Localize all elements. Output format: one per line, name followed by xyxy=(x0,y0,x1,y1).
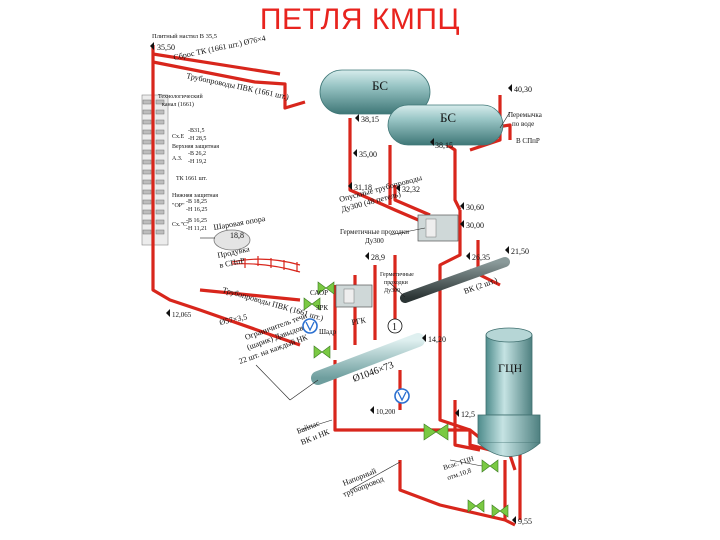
drum-1-label: БС xyxy=(372,78,388,93)
position-marker-1 xyxy=(387,318,403,334)
vk-steam-pipe xyxy=(400,257,510,303)
elevation-2150: 21,50 xyxy=(511,247,529,256)
se-bottom-value: -Н 28,5 xyxy=(188,136,206,142)
elevation-125: 12,5 xyxy=(461,410,475,419)
separator-drum-2 xyxy=(387,104,504,146)
reactor-core-stack xyxy=(141,94,169,246)
saor-valve[interactable] xyxy=(317,281,335,295)
az-bottom-value: -Н 19,2 xyxy=(188,159,206,165)
header-drain-valve[interactable] xyxy=(313,345,331,359)
herm-1-label-2: Ду300 xyxy=(365,237,384,245)
elevation-3500: 35,00 xyxy=(359,150,377,159)
tk-row-label: ТК 1661 шт. xyxy=(176,176,207,182)
rgk-label: РГК xyxy=(351,315,367,326)
elevation-3118: 31,18 xyxy=(354,183,372,192)
se-row-label: Сх.Е xyxy=(172,134,185,140)
page-title: ПЕТЛЯ КМПЦ xyxy=(259,3,461,36)
leader-lines xyxy=(200,111,511,491)
sc-bottom-value: -Н 11,21 xyxy=(186,226,207,232)
flowmeter-label: Шадр xyxy=(319,328,337,336)
elevation-289: 28,9 xyxy=(371,253,385,262)
elevation-10200: 10,200 xyxy=(376,408,396,416)
herm-2-label-1: Герметичные xyxy=(380,272,414,278)
or-bottom-value: -Н 16,25 xyxy=(186,207,207,213)
separator-drum-1 xyxy=(319,69,431,115)
pvk-pipe-bundle xyxy=(231,256,301,273)
or-row-label: "ОР" xyxy=(172,203,185,209)
to-spmr-label: В СПпР xyxy=(516,137,540,145)
pressure-valve[interactable] xyxy=(467,499,509,518)
upper-protection-label: Верхняя защитная xyxy=(172,144,219,150)
az-top-value: -В 26,2 xyxy=(188,151,206,157)
spherical-support xyxy=(213,229,251,251)
sc-top-value: -В 16,25 xyxy=(186,218,207,224)
check-valve-suction[interactable] xyxy=(481,459,499,473)
elevation-3815-a: 38,15 xyxy=(361,115,379,124)
zrk-valve[interactable] xyxy=(303,297,321,311)
se-top-value: -В31,5 xyxy=(188,128,205,134)
pump-label: ГЦН xyxy=(498,361,523,375)
flow-sensor-icon xyxy=(394,388,410,404)
elevation-188: 18,8 xyxy=(230,231,244,240)
tech-channel-label-2: канал (1661) xyxy=(162,101,194,108)
elevation-3550: 35,50 xyxy=(157,43,175,52)
elevation-955: 9,55 xyxy=(518,517,532,526)
elevation-3232: 32,32 xyxy=(402,185,420,194)
flowmeter-icon xyxy=(302,318,318,334)
or-top-value: -В 18,25 xyxy=(186,199,207,205)
elevation-3060: 30,60 xyxy=(466,203,484,212)
herm-1-label-1: Герметичные проходки xyxy=(340,228,409,236)
saor-label: САОР xyxy=(310,289,328,297)
tech-channel-label-1: Технологический xyxy=(158,93,203,100)
drum-2-label: БС xyxy=(440,110,456,125)
az-row-label: А.З. xyxy=(172,156,183,162)
main-circulation-pump xyxy=(477,327,541,457)
jumper-label-2: по воде xyxy=(512,120,534,128)
elevation-markers xyxy=(150,42,516,524)
group-header xyxy=(311,333,425,385)
sc-row-label: Сх."С" xyxy=(172,222,190,228)
herm-2-label-2: проходки xyxy=(384,280,409,286)
elevation-4030: 40,30 xyxy=(514,85,532,94)
isolation-valve-bypass[interactable] xyxy=(423,423,449,441)
lower-protection-label: Нижняя защитная xyxy=(172,193,218,199)
elevation-2635: 26,35 xyxy=(472,253,490,262)
elevation-1420: 14,20 xyxy=(428,335,446,344)
elevation-12065: 12,065 xyxy=(172,311,192,319)
spherical-support-label: Шаровая опора xyxy=(213,214,267,232)
floor-mark-label: Плитный настил В 35,5 xyxy=(152,33,217,40)
herm-2-label-3: Ду300 xyxy=(384,288,400,294)
jumper-label-1: Перемычка xyxy=(508,111,543,119)
hermetic-penetration-2 xyxy=(335,284,373,308)
zrk-label: ЗРК xyxy=(316,304,328,312)
elevation-3815-b: 38,15 xyxy=(435,141,453,150)
marker-number: 1 xyxy=(392,322,397,333)
elevation-3000: 30,00 xyxy=(466,221,484,230)
pipework xyxy=(151,45,522,527)
